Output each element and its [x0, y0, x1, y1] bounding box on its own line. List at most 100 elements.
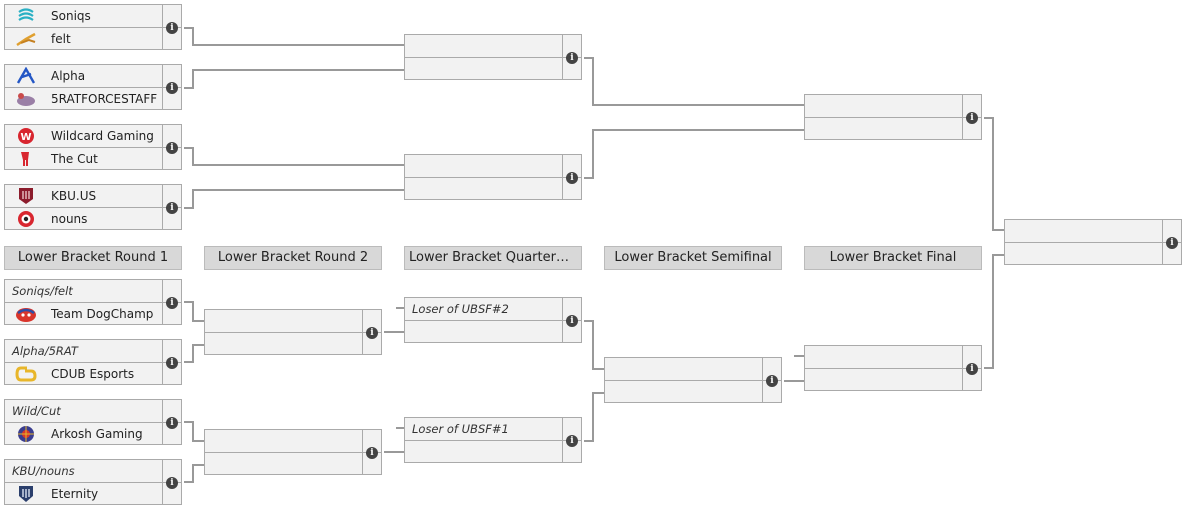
lower-r1-match-4[interactable]: KBU/nouns Eternity i	[4, 459, 182, 505]
header-lower-semifinal: Lower Bracket Semifinal	[604, 246, 782, 270]
grand-final-match[interactable]: i	[1004, 219, 1182, 265]
team-slot[interactable]	[205, 333, 361, 355]
team-slot[interactable]: Loser of UBSF#1	[405, 418, 561, 440]
nouns-logo-icon	[18, 211, 34, 227]
lower-r2-match-1[interactable]: i	[204, 309, 382, 355]
header-lower-quarterfinal: Lower Bracket Quarterfin…	[404, 246, 582, 270]
match-info-icon[interactable]: i	[566, 52, 578, 64]
team-slot[interactable]: Arkosh Gaming	[5, 423, 161, 445]
team-slot[interactable]: nouns	[5, 208, 161, 230]
header-lower-round-1: Lower Bracket Round 1	[4, 246, 182, 270]
lower-semifinal-match[interactable]: i	[604, 357, 782, 403]
5rat-logo-icon	[17, 93, 35, 106]
team-slot[interactable]	[405, 155, 561, 177]
team-slot[interactable]: Alpha/5RAT	[5, 340, 161, 362]
team-slot[interactable]: CDUB Esports	[5, 363, 161, 385]
team-slot[interactable]: Alpha	[5, 65, 161, 87]
match-info-icon[interactable]: i	[166, 477, 178, 489]
team-slot[interactable]: Eternity	[5, 483, 161, 505]
thecut-logo-icon	[21, 152, 29, 166]
lower-r1-match-2[interactable]: Alpha/5RAT CDUB Esports i	[4, 339, 182, 385]
team-slot[interactable]: Wild/Cut	[5, 400, 161, 422]
match-info-icon[interactable]: i	[166, 202, 178, 214]
team-slot[interactable]	[805, 95, 961, 117]
team-slot[interactable]	[1005, 220, 1161, 242]
team-slot[interactable]: Soniqs	[5, 5, 161, 27]
upper-semifinal-match-1[interactable]: i	[404, 34, 582, 80]
upper-semifinal-match-2[interactable]: i	[404, 154, 582, 200]
match-info-icon[interactable]: i	[566, 435, 578, 447]
team-slot[interactable]: Loser of UBSF#2	[405, 298, 561, 320]
team-slot[interactable]: KBU.US	[5, 185, 161, 207]
upper-r1-match-4[interactable]: KBU.US nouns i	[4, 184, 182, 230]
team-slot[interactable]	[205, 310, 361, 332]
match-info-icon[interactable]: i	[166, 417, 178, 429]
lower-quarterfinal-match-2[interactable]: Loser of UBSF#1 i	[404, 417, 582, 463]
team-slot[interactable]	[605, 358, 761, 380]
placeholder-text: Loser of UBSF#2	[412, 302, 509, 316]
kbu-logo-icon	[19, 188, 33, 204]
lower-final-match[interactable]: i	[804, 345, 982, 391]
upper-r1-match-2[interactable]: Alpha 5RATFORCESTAFF i	[4, 64, 182, 110]
header-lower-final: Lower Bracket Final	[804, 246, 982, 270]
match-info-icon[interactable]: i	[166, 22, 178, 34]
team-name: nouns	[51, 212, 88, 226]
wildcard-logo-icon: W	[18, 128, 34, 144]
match-info-icon[interactable]: i	[366, 447, 378, 459]
match-info-icon[interactable]: i	[166, 82, 178, 94]
team-name: KBU.US	[51, 189, 97, 203]
team-slot[interactable]	[205, 453, 361, 475]
match-info-icon[interactable]: i	[566, 315, 578, 327]
match-info-icon[interactable]: i	[166, 142, 178, 154]
team-slot[interactable]: 5RATFORCESTAFF	[5, 88, 161, 110]
team-slot[interactable]	[805, 118, 961, 140]
team-slot[interactable]	[1005, 243, 1161, 265]
match-info-icon[interactable]: i	[566, 172, 578, 184]
team-slot[interactable]	[405, 441, 561, 463]
team-name: The Cut	[51, 152, 98, 166]
match-info-icon[interactable]: i	[966, 112, 978, 124]
team-slot[interactable]	[405, 35, 561, 57]
team-slot[interactable]	[205, 430, 361, 452]
match-info-icon[interactable]: i	[966, 363, 978, 375]
upper-final-match[interactable]: i	[804, 94, 982, 140]
upper-r1-match-1[interactable]: Soniqs felt i	[4, 4, 182, 50]
team-name: Arkosh Gaming	[51, 427, 143, 441]
team-name: Wildcard Gaming	[51, 129, 154, 143]
match-info-icon[interactable]: i	[166, 297, 178, 309]
team-slot[interactable]	[805, 346, 961, 368]
lower-r1-match-1[interactable]: Soniqs/felt Team DogChamp i	[4, 279, 182, 325]
team-slot[interactable]	[405, 58, 561, 80]
arkosh-logo-icon	[18, 426, 34, 442]
match-info-icon[interactable]: i	[1166, 237, 1178, 249]
lower-r1-match-3[interactable]: Wild/Cut Arkosh Gaming i	[4, 399, 182, 445]
placeholder-text: Wild/Cut	[12, 404, 61, 418]
placeholder-text: KBU/nouns	[12, 464, 75, 478]
team-slot[interactable]: Team DogChamp	[5, 303, 161, 325]
team-slot[interactable]	[405, 178, 561, 200]
placeholder-text: Soniqs/felt	[12, 284, 73, 298]
svg-text:W: W	[20, 132, 31, 143]
header-lower-round-2: Lower Bracket Round 2	[204, 246, 382, 270]
team-slot[interactable]	[605, 381, 761, 403]
team-name: CDUB Esports	[51, 367, 135, 381]
match-info-icon[interactable]: i	[366, 327, 378, 339]
team-slot[interactable]: The Cut	[5, 148, 161, 170]
team-name: Soniqs	[51, 9, 91, 23]
team-slot[interactable]: Soniqs/felt	[5, 280, 161, 302]
cdub-logo-icon	[15, 366, 37, 382]
team-name: Eternity	[51, 487, 99, 501]
upper-r1-match-3[interactable]: W Wildcard Gaming The Cut i	[4, 124, 182, 170]
match-info-icon[interactable]: i	[166, 357, 178, 369]
lower-r2-match-2[interactable]: i	[204, 429, 382, 475]
team-name: Team DogChamp	[51, 307, 154, 321]
lower-quarterfinal-match-1[interactable]: Loser of UBSF#2 i	[404, 297, 582, 343]
team-slot[interactable]	[405, 321, 561, 343]
placeholder-text: Loser of UBSF#1	[412, 422, 509, 436]
felt-logo-icon	[16, 32, 36, 47]
match-info-icon[interactable]: i	[766, 375, 778, 387]
team-slot[interactable]	[805, 369, 961, 391]
team-slot[interactable]: KBU/nouns	[5, 460, 161, 482]
team-slot[interactable]: W Wildcard Gaming	[5, 125, 161, 147]
team-slot[interactable]: felt	[5, 28, 161, 50]
